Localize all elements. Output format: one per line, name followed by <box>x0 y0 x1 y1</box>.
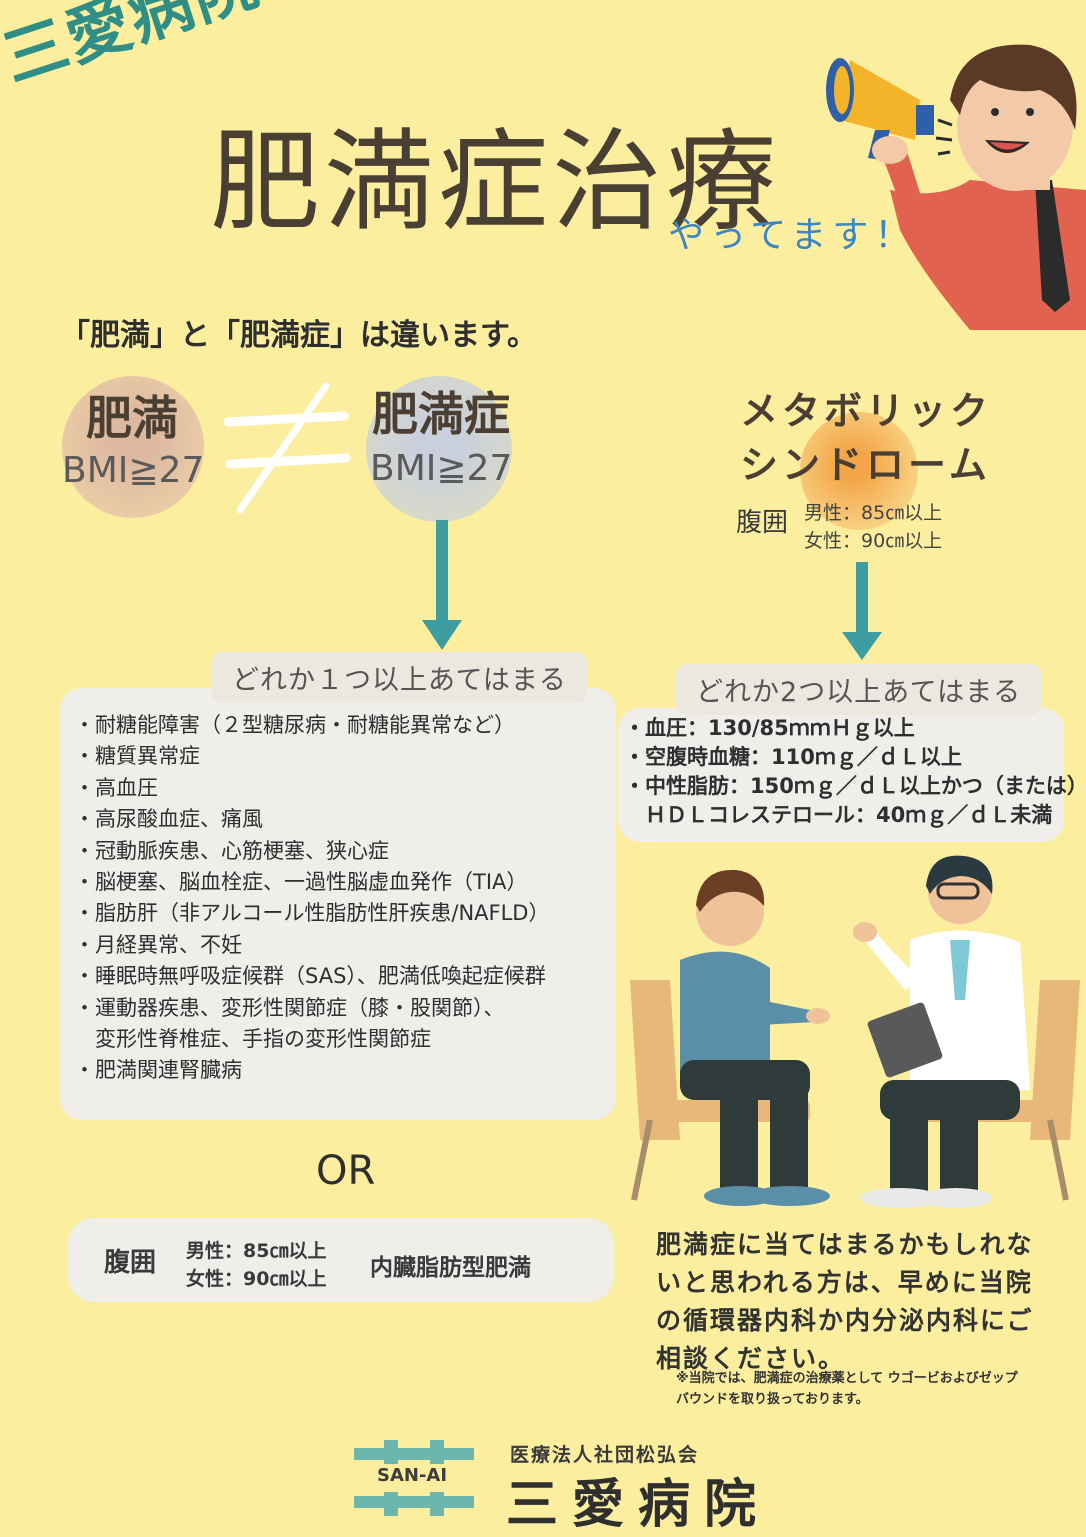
hospital-name: 三愛病院 <box>506 1475 771 1535</box>
list-item: ・冠動脈疾患、心筋梗塞、狭心症 <box>74 838 389 863</box>
or-text: OR <box>316 1148 376 1194</box>
list-item: ・高血圧 <box>74 775 158 800</box>
metabolic-waist-male: 男性：85㎝以上 <box>804 502 943 524</box>
waist-female: 女性：90㎝以上 <box>186 1268 327 1290</box>
main-title: 肥満症治療 <box>210 118 780 246</box>
hospital-title: 三愛病院 <box>0 0 269 98</box>
metabolic-criteria-box <box>618 708 1064 842</box>
metabolic-waist-female: 女性：90㎝以上 <box>804 530 943 552</box>
corporation-name: 医療法人社団松弘会 <box>510 1444 700 1466</box>
san-ai-logo <box>354 1440 474 1516</box>
waist-male: 男性：85㎝以上 <box>186 1240 327 1262</box>
list-item: ・肥満関連腎臓病 <box>74 1058 242 1083</box>
megaphone-man-illustration <box>826 44 1086 330</box>
obesity-disease-criteria-list: ・耐糖能障害（２型糖尿病・耐糖能異常など） ・糖質異常症 ・高血圧 ・高尿酸血症… <box>74 710 549 1087</box>
intro-text: 「肥満」と「肥満症」は違います。 <box>60 318 537 353</box>
metabolic-criteria-list: ・血圧：130/85ｍｍＨｇ以上 ・空腹時血糖：110ｍｇ／ｄＬ以上 ・中性脂肪… <box>624 714 1086 830</box>
list-item: ・月経異常、不妊 <box>74 932 242 957</box>
obesity-title: 肥満 <box>86 391 178 445</box>
down-arrow-icon <box>842 562 882 660</box>
list-item: ・中性脂肪：150ｍｇ／ｄＬ以上かつ（または） <box>624 774 1086 798</box>
obesity-disease-criteria-box <box>60 688 616 1120</box>
obesity-bmi: BMI≧27 <box>62 450 205 491</box>
obesity-disease-bmi: BMI≧27 <box>370 448 513 489</box>
logo-text: SAN-AI <box>377 1465 448 1486</box>
list-item: ・糖質異常症 <box>74 744 200 769</box>
obesity-circle <box>62 376 204 518</box>
medication-note: ※当院では、肥満症の治療薬として ウゴービおよびゼップバウンドを取り扱っておりま… <box>676 1371 1018 1407</box>
list-item: 変形性脊椎症、手指の変形性関節症 <box>74 1026 431 1051</box>
criteria-label-one-or-more: どれか１つ以上あてはまる <box>212 652 587 703</box>
list-item: ・脳梗塞、脳血栓症、一過性脳虚血発作（TIA） <box>74 869 528 894</box>
list-item: ・睡眠時無呼吸症候群（SAS）、肥満低喚起症候群 <box>74 964 546 989</box>
list-item: ＨＤＬコレステロール：40ｍｇ／ｄＬ未満 <box>624 803 1053 827</box>
visceral-fat-type: 内臓脂肪型肥満 <box>370 1255 531 1281</box>
criteria-label-two-or-more: どれか2つ以上あてはまる <box>676 664 1042 715</box>
list-item: ・高尿酸血症、痛風 <box>74 807 263 832</box>
waist-criteria-box <box>68 1218 614 1302</box>
metabolic-title-line1: メタボリック <box>740 389 993 433</box>
obesity-disease-circle <box>366 376 512 522</box>
list-item: ・耐糖能障害（２型糖尿病・耐糖能異常など） <box>74 713 515 737</box>
list-item: ・空腹時血糖：110ｍｇ／ｄＬ以上 <box>624 745 962 769</box>
sub-title: やってます！ <box>668 215 917 256</box>
metabolic-title-line2: シンドローム <box>740 443 991 487</box>
metabolic-circle <box>800 412 918 530</box>
down-arrow-icon <box>422 520 462 650</box>
list-item: ・運動器疾患、変形性関節症（膝・股関節）、 <box>74 995 505 1020</box>
consultation-advice: 肥満症に当てはまるかもしれないと思われる方は、早めに当院の循環器内科か内分泌内科… <box>656 1230 1034 1373</box>
obesity-disease-title: 肥満症 <box>372 387 510 441</box>
doctor-patient-illustration <box>630 855 1080 1208</box>
waist-label: 腹囲 <box>104 1248 157 1278</box>
list-item: ・脂肪肝（非アルコール性脂肪性肝疾患/NAFLD） <box>74 901 550 926</box>
not-equal-icon <box>223 382 351 514</box>
metabolic-waist-label: 腹囲 <box>736 508 789 538</box>
list-item: ・血圧：130/85ｍｍＨｇ以上 <box>624 716 915 740</box>
